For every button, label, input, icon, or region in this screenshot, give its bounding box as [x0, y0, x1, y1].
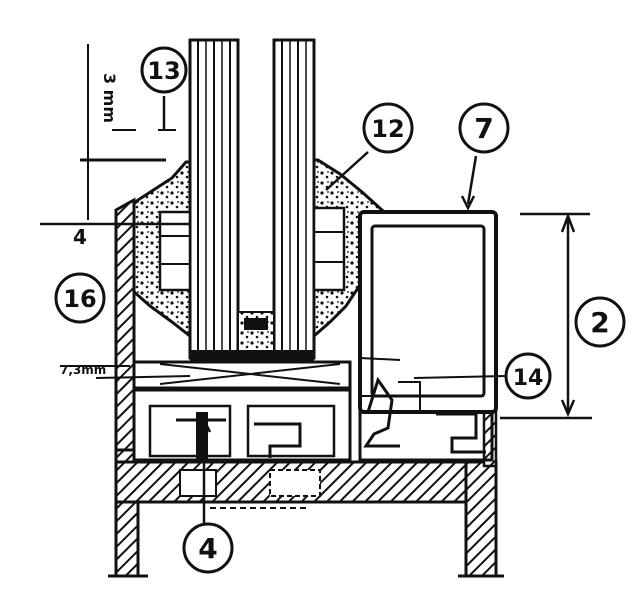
callout-14-label: 14 — [513, 366, 544, 391]
callout-13-label: 13 — [147, 57, 180, 85]
dimension-lines — [40, 44, 592, 530]
callout-16-label: 16 — [63, 285, 96, 313]
callout-7-label: 7 — [474, 112, 493, 145]
callout-13: 13 — [140, 46, 188, 94]
callout-14: 14 — [504, 352, 552, 400]
sash-profile — [358, 210, 498, 462]
dimension-side-offset: 4 — [73, 225, 87, 249]
glass-pane-right — [272, 38, 316, 360]
glazing-gasket-right — [312, 158, 385, 340]
dimension-top-gap: 3 mm — [100, 73, 119, 123]
base-channel — [132, 360, 352, 462]
callout-4-label: 4 — [198, 532, 217, 565]
callout-12: 12 — [362, 102, 414, 154]
dimension-left-side: 7,3mm — [60, 363, 106, 377]
glass-pane-left — [188, 38, 240, 360]
callout-7: 7 — [458, 102, 510, 154]
callout-4: 4 — [182, 522, 234, 574]
callout-2: 2 — [574, 296, 626, 348]
callout-16: 16 — [54, 272, 106, 324]
callout-12-label: 12 — [371, 115, 404, 143]
callout-2-label: 2 — [590, 306, 609, 339]
